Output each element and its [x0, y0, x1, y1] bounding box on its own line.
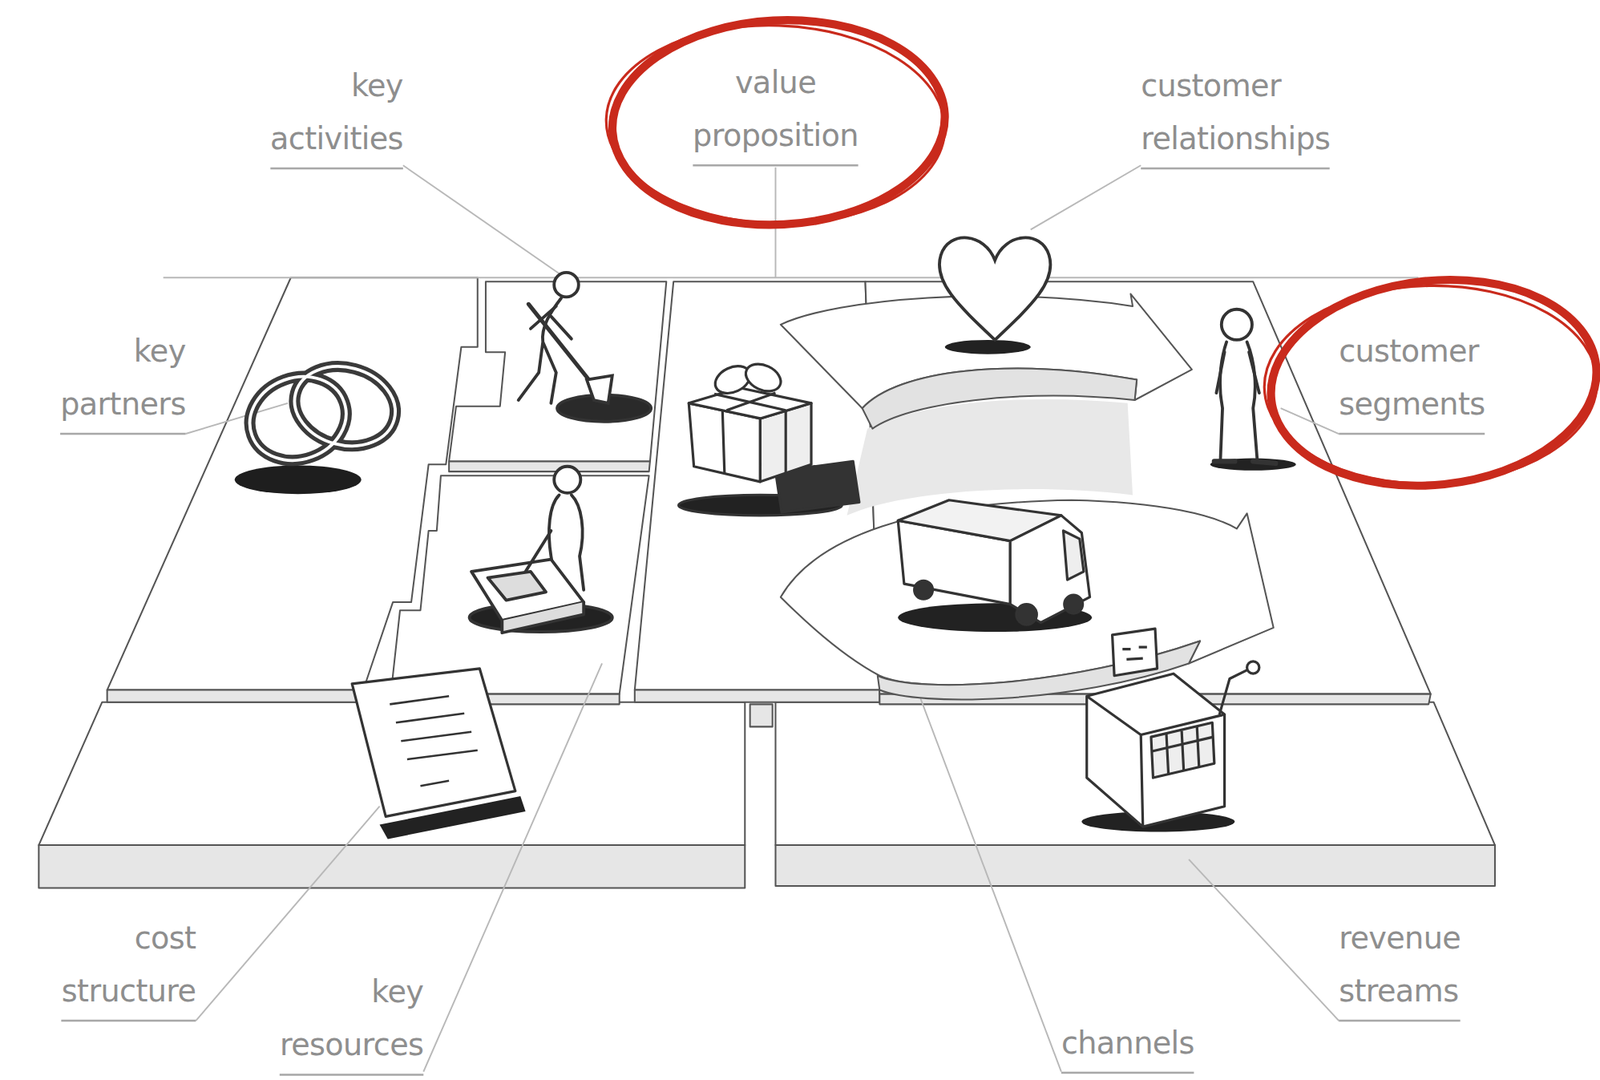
- digging-person-icon: [586, 375, 613, 403]
- digging-person-icon: [528, 303, 597, 390]
- highlight-circle: [602, 20, 949, 231]
- guide-lines: [1280, 408, 1340, 434]
- board: [750, 703, 773, 727]
- truck-icon: [1064, 594, 1083, 614]
- digging-person-icon: [518, 272, 651, 422]
- board: [634, 690, 881, 703]
- customer-person-icon: [1210, 309, 1297, 471]
- cash-register-icon: [1081, 628, 1260, 832]
- cash-register-icon: [1151, 726, 1213, 774]
- board: [775, 844, 1495, 886]
- flow-arrows: [862, 368, 1137, 429]
- guide-lines: [403, 165, 560, 274]
- guide-lines: [163, 276, 1419, 279]
- cash-register-icon: [1086, 673, 1225, 827]
- block-label: cost structure: [61, 911, 197, 1022]
- gift-box-icon: [678, 358, 860, 515]
- board: [391, 475, 650, 694]
- truck-icon: [1062, 530, 1083, 580]
- rings-icon: [285, 355, 405, 457]
- block-label: customer segments: [1338, 324, 1485, 435]
- flow-arrows: [780, 500, 1274, 685]
- highlight-circle: [1262, 282, 1599, 487]
- cash-register-icon: [1151, 722, 1215, 778]
- board: [38, 844, 745, 888]
- rings-icon: [234, 464, 362, 494]
- guide-lines: [1030, 165, 1141, 230]
- document-icon: [351, 668, 516, 817]
- heart-icon: [939, 237, 1051, 354]
- block-label: key resources: [279, 965, 424, 1075]
- document-icon: [389, 695, 477, 786]
- cash-register-icon: [1112, 628, 1158, 676]
- guide-lines: [163, 165, 1419, 1071]
- board: [107, 690, 364, 703]
- digging-person-icon: [518, 298, 562, 404]
- block-label: revenue streams: [1338, 911, 1461, 1022]
- customer-person-icon: [1214, 460, 1276, 464]
- gift-box-icon: [741, 358, 785, 396]
- truck-icon: [897, 500, 1092, 632]
- block-label: key partners: [60, 324, 186, 435]
- digging-person-icon: [553, 272, 579, 298]
- worker-machine-icon: [553, 466, 581, 493]
- gift-box-icon: [714, 392, 786, 474]
- board: [448, 460, 651, 472]
- highlight-circle: [1260, 263, 1600, 502]
- block-label: key activities: [270, 59, 404, 170]
- customer-person-icon: [1216, 351, 1259, 393]
- worker-machine-icon: [487, 571, 546, 601]
- cash-register-icon: [1086, 695, 1225, 827]
- heart-icon: [945, 339, 1031, 355]
- worker-machine-icon: [525, 530, 552, 572]
- cash-register-icon: [1219, 668, 1250, 715]
- document-icon: [351, 668, 526, 840]
- block-label: customer relationships: [1140, 59, 1330, 170]
- highlight-circle: [606, 12, 950, 234]
- truck-icon: [914, 580, 934, 599]
- highlight-circle: [602, 12, 1600, 502]
- block-label: channels: [1061, 1016, 1195, 1074]
- block-label: value proposition: [692, 56, 859, 166]
- customer-person-icon: [1210, 458, 1297, 471]
- worker-machine-icon: [501, 602, 584, 633]
- cash-register-icon: [1247, 661, 1260, 674]
- board: [448, 281, 667, 461]
- guide-lines: [1188, 859, 1339, 1021]
- customer-person-icon: [1221, 309, 1253, 340]
- rings-icon: [234, 355, 405, 494]
- cash-register-icon: [1122, 646, 1148, 659]
- heart-icon: [939, 237, 1051, 340]
- truck-icon: [1016, 604, 1037, 625]
- guide-lines: [195, 806, 380, 1021]
- worker-machine-icon: [469, 466, 613, 633]
- guide-lines: [185, 403, 288, 434]
